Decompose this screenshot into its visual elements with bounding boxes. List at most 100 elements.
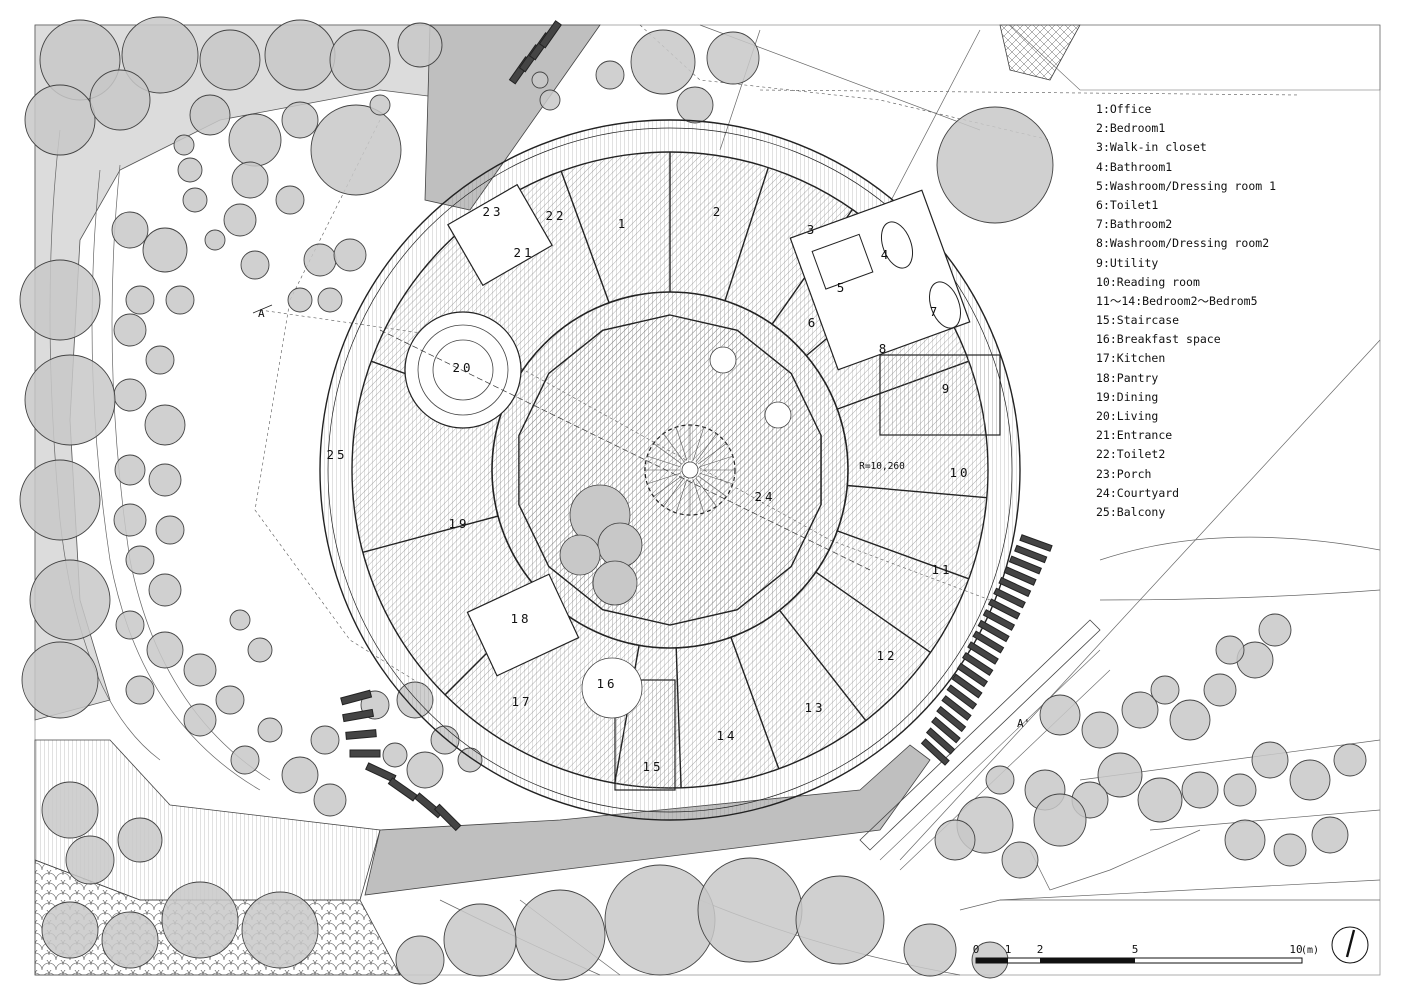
tree-icon xyxy=(1121,691,1159,729)
tree-icon xyxy=(113,503,147,537)
legend-room-name: Porch xyxy=(1116,466,1152,481)
legend-separator: : xyxy=(1109,504,1117,519)
legend-room-name: Balcony xyxy=(1116,504,1166,519)
tree-icon xyxy=(183,653,217,687)
legend-item: 19 : Dining xyxy=(1096,388,1276,407)
legend-item: 16 : Breakfast space xyxy=(1096,330,1276,349)
room-label-24: 24 xyxy=(754,489,775,504)
legend-room-name: Walk-in closet xyxy=(1109,140,1207,155)
tree-icon xyxy=(1203,673,1237,707)
tree-icon xyxy=(228,113,282,167)
legend-separator: : xyxy=(1102,255,1110,270)
legend-room-name: Staircase xyxy=(1116,313,1180,328)
tree-icon xyxy=(697,857,803,963)
legend-item: 22 : Toilet2 xyxy=(1096,445,1276,464)
legend-number: 21 xyxy=(1096,428,1110,443)
stepping-stones-right xyxy=(920,534,1053,766)
tree-icon xyxy=(155,515,185,545)
tree-icon xyxy=(310,104,402,196)
tree-icon xyxy=(21,641,99,719)
tree-icon xyxy=(117,817,163,863)
room-label-4: 4 xyxy=(881,247,892,262)
room-label-25: 25 xyxy=(326,447,347,462)
legend-room-name: Bedroom1 xyxy=(1109,121,1166,136)
legend-item: 17 : Kitchen xyxy=(1096,349,1276,368)
legend-item: 2 : Bedroom1 xyxy=(1096,119,1276,138)
scale-tick-5: 5 xyxy=(1132,943,1139,956)
tree-icon xyxy=(382,742,408,768)
legend-item: 21 : Entrance xyxy=(1096,426,1276,445)
legend-room-name: Washroom/Dressing room 1 xyxy=(1109,178,1277,193)
legend-separator: : xyxy=(1109,351,1117,366)
room-label-1: 1 xyxy=(618,216,629,231)
tree-icon xyxy=(1181,771,1219,809)
legend-separator: : xyxy=(1109,447,1117,462)
room-label-22: 22 xyxy=(545,208,566,223)
legend-number: 6 xyxy=(1096,197,1103,212)
stepping-stones xyxy=(340,20,563,832)
legend-number: 20 xyxy=(1096,409,1110,423)
legend-separator: : xyxy=(1102,217,1110,232)
tree-icon xyxy=(115,610,145,640)
tree-icon xyxy=(125,675,155,705)
tree-icon xyxy=(706,31,760,85)
legend-separator: : xyxy=(1102,121,1110,136)
legend-room-name: Utility xyxy=(1109,255,1159,270)
tree-icon xyxy=(161,881,239,959)
tree-icon xyxy=(229,609,251,631)
legend-separator: : xyxy=(1109,485,1117,500)
tree-icon xyxy=(1224,819,1266,861)
tree-icon xyxy=(113,378,147,412)
tree-icon xyxy=(173,134,195,156)
legend-item: 7 : Bathroom2 xyxy=(1096,215,1276,234)
legend-item: 11～14 : Bedroom2～Bedrom5 xyxy=(1096,292,1276,311)
tree-icon xyxy=(1137,777,1183,823)
tree-icon xyxy=(275,185,305,215)
section-mark-a-prime: A' xyxy=(1017,717,1030,730)
tree-icon xyxy=(406,751,444,789)
legend-separator: : xyxy=(1109,409,1117,423)
legend-item: 3 : Walk-in closet xyxy=(1096,138,1276,157)
tree-icon xyxy=(204,229,226,251)
tree-icon xyxy=(287,287,313,313)
tree-icon xyxy=(630,29,696,95)
legend-room-name: Courtyard xyxy=(1116,485,1180,500)
legend-item: 1 : Office xyxy=(1096,100,1276,119)
tree-icon xyxy=(257,717,283,743)
tree-icon xyxy=(65,835,115,885)
tree-icon xyxy=(1033,793,1087,847)
legend-number: 24 xyxy=(1096,485,1110,500)
legend-room-name: Kitchen xyxy=(1116,351,1166,366)
legend-number: 23 xyxy=(1096,466,1110,481)
legend-item: 5 : Washroom/Dressing room 1 xyxy=(1096,177,1276,196)
tree-icon xyxy=(1081,711,1119,749)
room-label-23: 23 xyxy=(482,204,503,219)
tree-icon xyxy=(1223,773,1257,807)
legend-separator: : xyxy=(1102,140,1110,155)
room-label-6: 6 xyxy=(808,315,819,330)
tree-icon xyxy=(223,203,257,237)
tree-icon xyxy=(146,631,184,669)
tree-icon xyxy=(101,911,159,969)
tree-icon xyxy=(89,69,151,131)
legend-separator: : xyxy=(1135,293,1143,308)
tree-icon xyxy=(144,404,186,446)
tree-icon xyxy=(795,875,885,965)
tree-icon xyxy=(281,756,319,794)
room-label-8: 8 xyxy=(879,341,890,356)
legend-room-name: Breakfast space xyxy=(1116,332,1221,347)
legend-separator: : xyxy=(1109,466,1117,481)
tree-icon xyxy=(1333,743,1367,777)
legend-item: 24 : Courtyard xyxy=(1096,484,1276,503)
room-label-13: 13 xyxy=(804,700,825,715)
tree-icon xyxy=(303,243,337,277)
tree-icon xyxy=(1258,613,1292,647)
room-label-16: 16 xyxy=(596,676,617,691)
tree-icon xyxy=(182,187,208,213)
tree-icon xyxy=(676,86,714,124)
legend-room-name: Pantry xyxy=(1116,370,1159,385)
tree-icon xyxy=(215,685,245,715)
legend-room-name: Living xyxy=(1116,409,1159,423)
